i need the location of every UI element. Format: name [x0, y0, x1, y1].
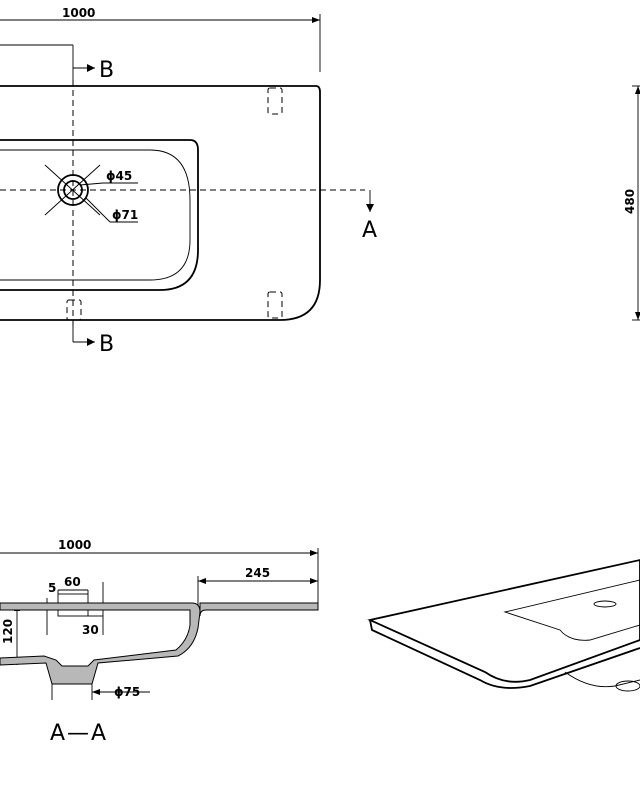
drain-spout: ϕ75 [51, 684, 150, 700]
iso-basin-bottom [564, 671, 640, 688]
drain-hole [44, 164, 101, 216]
ledge-dimension: 245 [197, 566, 318, 605]
top-view: 1000 B [0, 6, 377, 357]
section-b-top-label: B [99, 58, 114, 83]
overflow-height-label: 30 [82, 623, 99, 637]
top-width-label: 1000 [62, 6, 95, 20]
iso-drain-overflow [593, 600, 617, 608]
bracket-top-right [267, 87, 283, 115]
overflow-width-label: 60 [64, 575, 81, 589]
depth-label: 480 [623, 189, 637, 214]
section-view: 1000 245 5 60 30 120 [0, 538, 319, 746]
countertop-outline [0, 85, 321, 321]
top-width-dimension: 1000 [0, 6, 321, 72]
iso-countertop-edge [369, 619, 640, 689]
side-view: 480 [623, 85, 640, 321]
iso-drain-spout [615, 680, 640, 692]
section-title: A—A [50, 721, 108, 746]
basin-cross-section [0, 602, 201, 685]
iso-countertop-top [367, 559, 640, 683]
section-depth-label: 120 [1, 619, 15, 644]
section-b-bottom-label: B [99, 332, 114, 357]
hole-inner-label: ϕ45 [106, 169, 132, 183]
overflow-gap-label: 5 [48, 581, 56, 595]
drain-label: ϕ75 [114, 685, 140, 699]
section-b-bottom-marker: B [72, 320, 114, 357]
section-width-dimension: 1000 [0, 538, 319, 605]
ledge-cross-section [199, 602, 319, 617]
hole-outer-label: ϕ71 [112, 208, 138, 222]
bracket-bottom-right [267, 291, 283, 319]
section-a-marker: A [362, 190, 377, 243]
section-depth-dimension: 120 [1, 603, 20, 665]
section-b-top-marker: B [0, 44, 114, 83]
hole-inner-dimension: ϕ45 [79, 169, 138, 186]
isometric-view [367, 559, 640, 692]
iso-basin-opening [503, 579, 640, 641]
ledge-label: 245 [245, 566, 270, 580]
section-width-label: 1000 [58, 538, 91, 552]
basin-outline [0, 139, 199, 291]
basin-inner-edge [0, 149, 191, 281]
section-a-label: A [362, 218, 377, 243]
bracket-bottom-left [66, 299, 82, 321]
hole-outer-dimension: ϕ71 [85, 197, 138, 223]
